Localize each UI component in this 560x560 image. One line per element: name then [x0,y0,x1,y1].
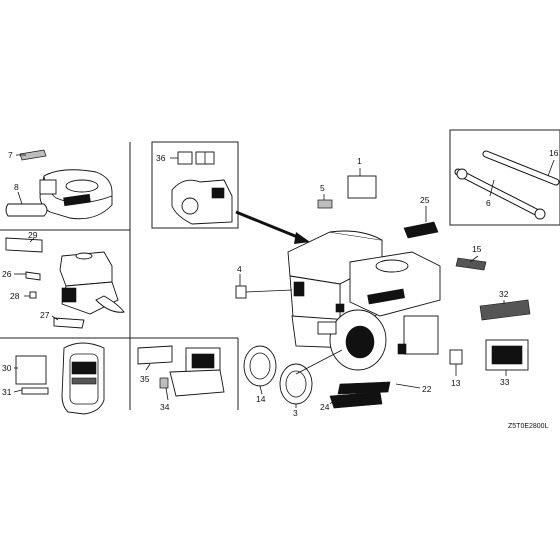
reference-arrow [235,210,310,244]
callout-3: 3 [293,408,298,418]
callout-27: 27 [40,310,50,320]
callout-24: 24 [320,402,330,412]
tool-wrench-icon [454,150,560,220]
callout-33: 33 [500,377,510,387]
callout-35: 35 [140,374,150,384]
callout-36: 36 [156,153,166,163]
callout-15: 15 [472,244,482,254]
callout-8: 8 [14,182,19,192]
callout-1: 1 [357,156,362,166]
fuel-tank-icon [5,237,125,329]
callout-7: 7 [8,150,13,160]
leader-lines [13,154,555,408]
callout-29: 29 [28,230,38,240]
callout-6: 6 [486,198,491,208]
callout-30: 30 [2,363,12,373]
diagram-code: Z5T0E2800L [508,423,549,430]
air-filter-element [15,342,105,415]
recoil-starter-detail [137,345,225,397]
callout-16: 16 [549,148,559,158]
callout-14: 14 [256,394,266,404]
callout-31: 31 [2,387,12,397]
callout-28: 28 [10,291,20,301]
engine-assembly-icon [287,230,441,371]
callout-22: 22 [422,384,432,394]
callout-13: 13 [451,378,461,388]
label-parts [235,175,531,409]
panel-borders [0,129,560,410]
air-cleaner-icon [5,149,113,220]
operator-manual-icon [171,151,233,225]
callout-32: 32 [499,289,509,299]
callout-25: 25 [420,195,430,205]
callout-34: 34 [160,402,170,412]
callout-numbers: 7 8 29 26 28 27 30 31 35 34 36 1 5 25 15… [2,148,559,418]
callout-5: 5 [320,183,325,193]
callout-4: 4 [237,264,242,274]
callout-26: 26 [2,269,12,279]
